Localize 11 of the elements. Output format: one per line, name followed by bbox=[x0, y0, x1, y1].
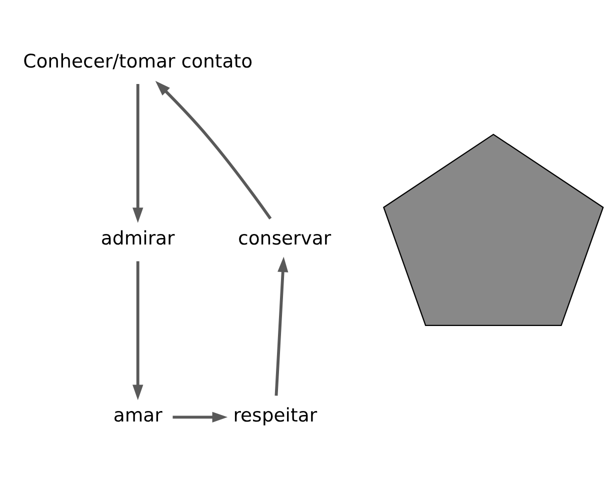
arrow bbox=[155, 80, 272, 220]
node-text: Conhecer/tomar contato bbox=[23, 51, 253, 72]
arrow bbox=[172, 412, 228, 423]
arrow bbox=[132, 84, 144, 223]
node-text: admirar bbox=[100, 228, 175, 250]
node-pentagon bbox=[382, 134, 604, 326]
node-text: amar bbox=[113, 406, 162, 427]
arrow bbox=[274, 256, 288, 396]
node-text: respeitar bbox=[233, 406, 318, 427]
node-text: conservar bbox=[238, 228, 332, 250]
arrow bbox=[132, 261, 144, 400]
